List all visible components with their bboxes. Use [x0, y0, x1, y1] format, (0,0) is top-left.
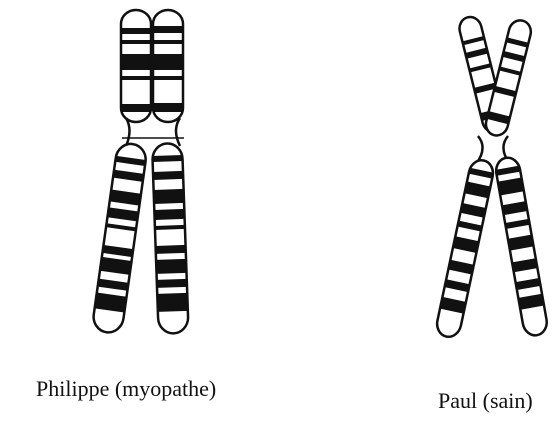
caption-philippe: Philippe (myopathe) — [36, 378, 216, 400]
chromatid-arm — [92, 142, 148, 334]
chromatid-arm — [121, 10, 151, 122]
chromatid-arm — [153, 10, 183, 122]
chromatid-arm — [435, 158, 496, 339]
caption-paul: Paul (sain) — [438, 390, 533, 412]
chromatid-arm — [152, 143, 189, 334]
chromatid-arm — [494, 156, 549, 337]
chromosome-philippe — [92, 10, 189, 334]
chromosome-paul — [435, 15, 549, 339]
